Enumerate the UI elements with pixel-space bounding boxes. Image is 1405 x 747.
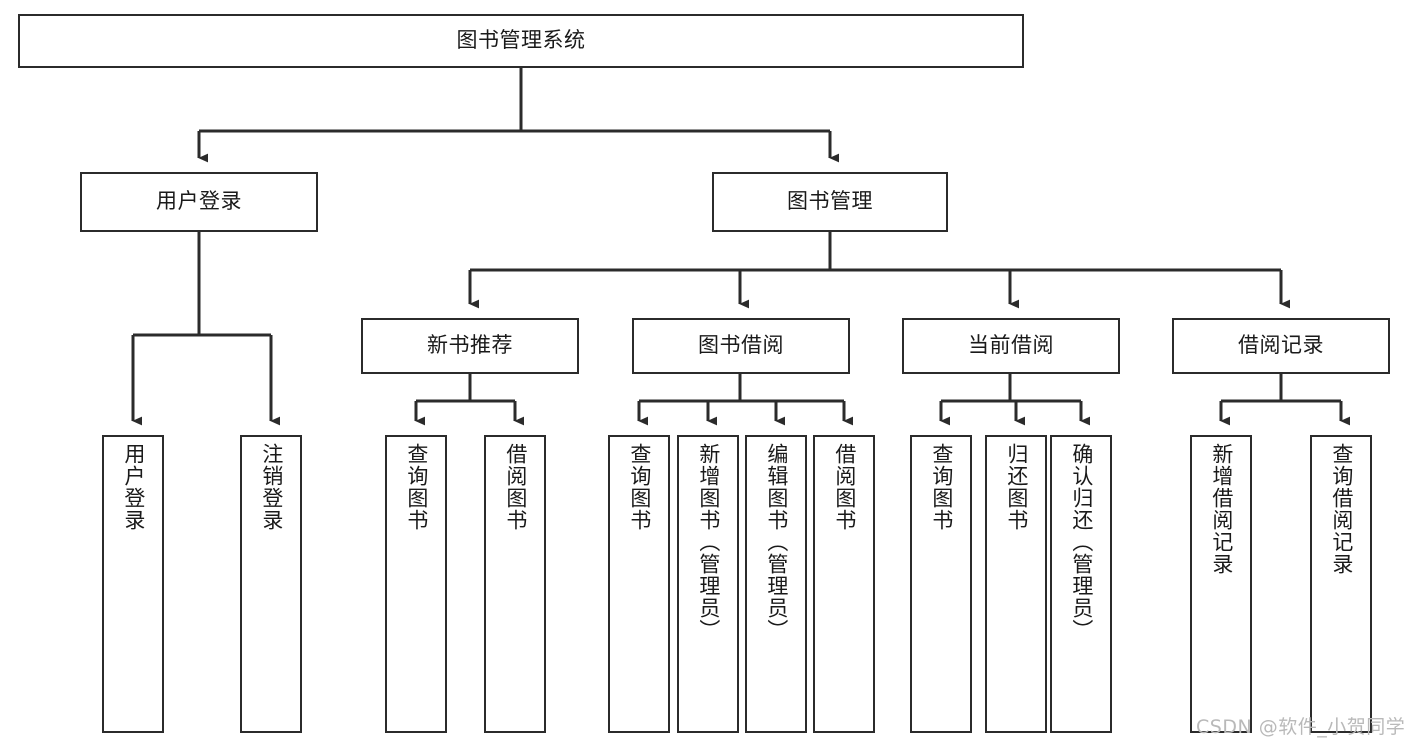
node-leaf-confirm-return-admin-label: 确认归还（管理员）: [1069, 443, 1094, 641]
node-root-label: 图书管理系统: [456, 28, 586, 53]
node-leaf-edit-book-admin[interactable]: 编辑图书（管理员）: [745, 435, 807, 733]
node-leaf-query-borrow-record[interactable]: 查询借阅记录: [1310, 435, 1372, 733]
node-leaf-add-book-admin-label: 新增图书（管理员）: [696, 443, 721, 641]
node-leaf-query-borrow-record-label: 查询借阅记录: [1329, 443, 1354, 575]
node-leaf-borrow-book-a-label: 借阅图书: [503, 443, 528, 531]
node-leaf-query-book-c[interactable]: 查询图书: [910, 435, 972, 733]
node-leaf-add-borrow-record-label: 新增借阅记录: [1209, 443, 1234, 575]
node-leaf-return-book-label: 归还图书: [1004, 443, 1029, 531]
node-borrow-record[interactable]: 借阅记录: [1172, 318, 1390, 374]
node-borrow-record-label: 借阅记录: [1238, 333, 1324, 358]
node-leaf-borrow-book-b-label: 借阅图书: [832, 443, 857, 531]
node-leaf-confirm-return-admin[interactable]: 确认归还（管理员）: [1050, 435, 1112, 733]
node-user-login[interactable]: 用户登录: [80, 172, 318, 232]
node-leaf-return-book[interactable]: 归还图书: [985, 435, 1047, 733]
node-book-manage-label: 图书管理: [787, 189, 873, 214]
node-leaf-add-book-admin[interactable]: 新增图书（管理员）: [677, 435, 739, 733]
node-leaf-query-book-b[interactable]: 查询图书: [608, 435, 670, 733]
node-book-borrow-label: 图书借阅: [698, 333, 784, 358]
node-leaf-user-logout[interactable]: 注销登录: [240, 435, 302, 733]
node-leaf-borrow-book-a[interactable]: 借阅图书: [484, 435, 546, 733]
node-leaf-query-book-a[interactable]: 查询图书: [385, 435, 447, 733]
node-leaf-borrow-book-b[interactable]: 借阅图书: [813, 435, 875, 733]
node-leaf-user-logout-label: 注销登录: [259, 443, 284, 531]
node-new-book-recommend-label: 新书推荐: [427, 333, 513, 358]
node-root[interactable]: 图书管理系统: [18, 14, 1024, 68]
node-current-borrow-label: 当前借阅: [968, 333, 1054, 358]
node-current-borrow[interactable]: 当前借阅: [902, 318, 1120, 374]
node-book-borrow[interactable]: 图书借阅: [632, 318, 850, 374]
node-new-book-recommend[interactable]: 新书推荐: [361, 318, 579, 374]
node-leaf-user-login[interactable]: 用户登录: [102, 435, 164, 733]
node-leaf-edit-book-admin-label: 编辑图书（管理员）: [764, 443, 789, 641]
node-leaf-user-login-label: 用户登录: [121, 443, 146, 531]
node-leaf-query-book-a-label: 查询图书: [404, 443, 429, 531]
node-book-manage[interactable]: 图书管理: [712, 172, 948, 232]
node-leaf-query-book-b-label: 查询图书: [627, 443, 652, 531]
node-leaf-query-book-c-label: 查询图书: [929, 443, 954, 531]
node-user-login-label: 用户登录: [156, 189, 242, 214]
node-leaf-add-borrow-record[interactable]: 新增借阅记录: [1190, 435, 1252, 733]
